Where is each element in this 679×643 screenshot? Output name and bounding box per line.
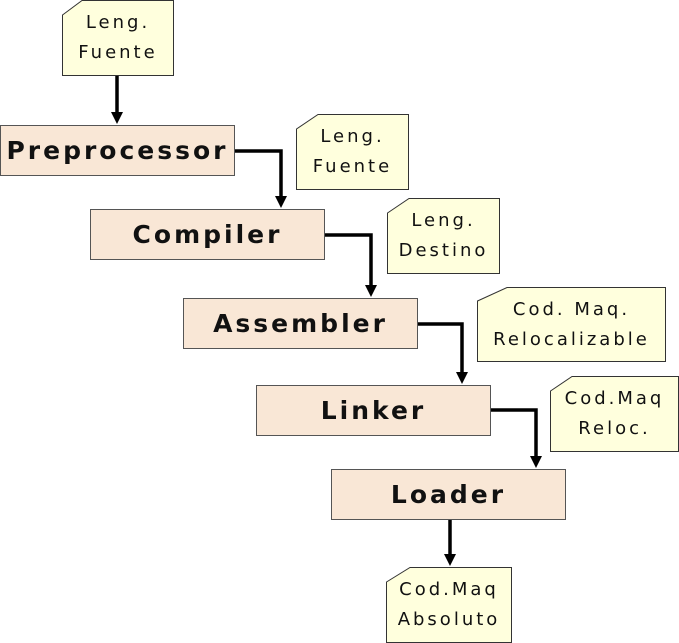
note-line: Cod.Maq: [564, 388, 665, 409]
stage-compiler[interactable]: Compiler: [90, 209, 325, 260]
note-line: Relocalizable: [493, 328, 650, 350]
arrowhead-3: [365, 285, 377, 297]
note-assembler-output: Cod. Maq. Relocalizable: [477, 287, 666, 362]
note-preprocessor-output: Leng. Fuente: [296, 114, 409, 190]
note-line: Cod.Maq: [399, 579, 499, 600]
stage-label: Loader: [390, 480, 507, 509]
note-line: Cod. Maq.: [512, 298, 631, 320]
note-input-source: Leng. Fuente: [62, 0, 174, 76]
stage-label: Assembler: [213, 309, 388, 338]
note-line: Leng.: [320, 126, 385, 147]
stage-preprocessor[interactable]: Preprocessor: [0, 125, 235, 176]
arrowhead-2: [275, 196, 287, 208]
stage-label: Linker: [320, 396, 427, 425]
note-line: Reloc.: [578, 418, 651, 439]
edge-linker-to-loader: [491, 408, 538, 459]
stage-label: Compiler: [132, 220, 283, 249]
arrowhead-6: [444, 554, 456, 566]
stage-assembler[interactable]: Assembler: [183, 298, 418, 349]
note-line: Absoluto: [397, 609, 501, 630]
edge-compiler-to-assembler: [325, 233, 373, 288]
note-line: Fuente: [78, 42, 158, 63]
note-line: Destino: [398, 240, 489, 261]
note-line: Leng.: [411, 210, 476, 231]
edge-assembler-to-linker: [418, 322, 464, 375]
note-shape: [62, 0, 174, 76]
note-shape: [296, 114, 409, 190]
note-line: Fuente: [312, 156, 393, 177]
arrowhead-5: [530, 456, 542, 468]
note-compiler-output: Leng. Destino: [387, 198, 500, 274]
note-loader-output: Cod.Maq Absoluto: [386, 567, 512, 643]
edge-preprocessor-to-compiler: [235, 149, 283, 199]
note-line: Leng.: [85, 12, 151, 33]
arrowhead-1: [111, 112, 123, 124]
stage-loader[interactable]: Loader: [331, 469, 566, 520]
arrowhead-4: [456, 372, 468, 384]
note-linker-output: Cod.Maq Reloc.: [550, 376, 679, 452]
stage-linker[interactable]: Linker: [256, 385, 491, 436]
note-shape: [386, 567, 512, 643]
note-shape: [387, 198, 500, 274]
stage-label: Preprocessor: [6, 136, 229, 165]
note-shape: [477, 287, 666, 362]
